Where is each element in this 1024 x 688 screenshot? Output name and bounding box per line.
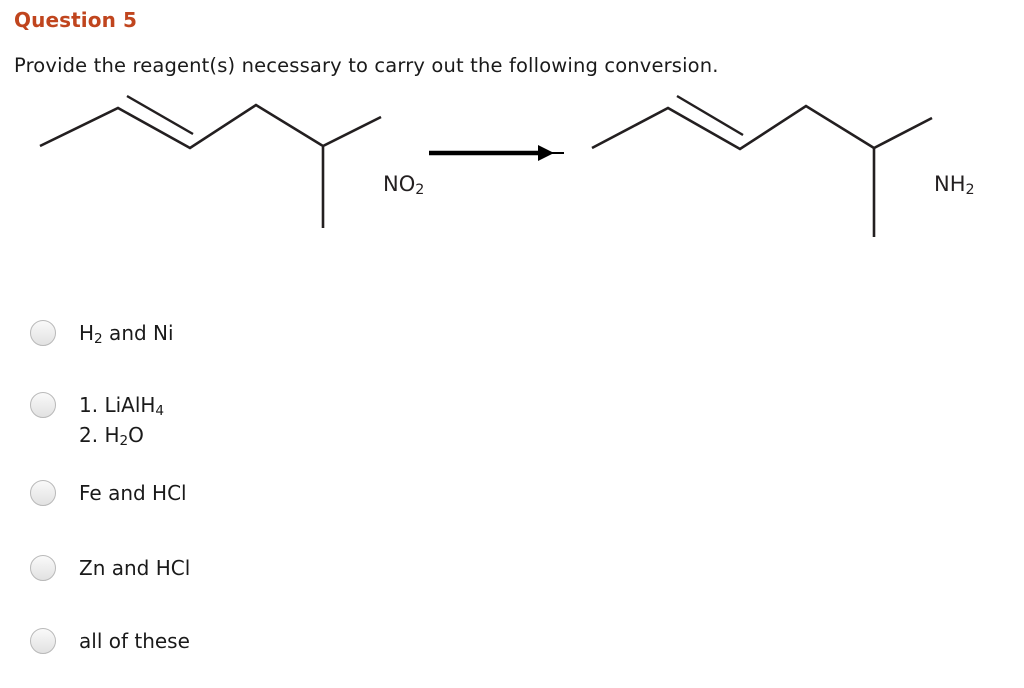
radio-option-zn-hcl[interactable] xyxy=(30,555,56,581)
reaction-scheme-svg xyxy=(39,94,933,237)
question-prompt: Provide the reagent(s) necessary to carr… xyxy=(14,54,719,77)
option-label-h2-ni: H2 and Ni xyxy=(79,321,174,347)
reactant-double-bond-inner xyxy=(126,94,194,136)
product-structure xyxy=(591,94,933,237)
reactant-chain-bonds xyxy=(39,103,382,150)
product-amine-label: NH2 xyxy=(934,172,975,199)
radio-option-fe-hcl[interactable] xyxy=(30,480,56,506)
reaction-arrow xyxy=(429,145,564,161)
radio-option-lialh4[interactable] xyxy=(30,392,56,418)
product-chain-bonds xyxy=(591,104,933,151)
radio-option-all-of-these[interactable] xyxy=(30,628,56,654)
product-double-bond-inner xyxy=(676,94,744,137)
option-label-fe-hcl: Fe and HCl xyxy=(79,481,187,505)
radio-option-h2-ni[interactable] xyxy=(30,320,56,346)
option-row-all-of-these[interactable]: all of these xyxy=(30,627,190,655)
reactant-nitro-label: NO2 xyxy=(383,172,425,199)
option-label-all-of-these: all of these xyxy=(79,629,190,653)
option-row-zn-hcl[interactable]: Zn and HCl xyxy=(30,554,190,582)
option-row-fe-hcl[interactable]: Fe and HCl xyxy=(30,479,187,507)
question-title: Question 5 xyxy=(14,8,137,32)
option-row-h2-ni[interactable]: H2 and Ni xyxy=(30,319,174,349)
reaction-arrow-head xyxy=(538,145,554,161)
reaction-scheme: NO2 NH2 xyxy=(0,84,1024,254)
option-label-zn-hcl: Zn and HCl xyxy=(79,556,191,580)
reactant-structure xyxy=(39,94,382,228)
